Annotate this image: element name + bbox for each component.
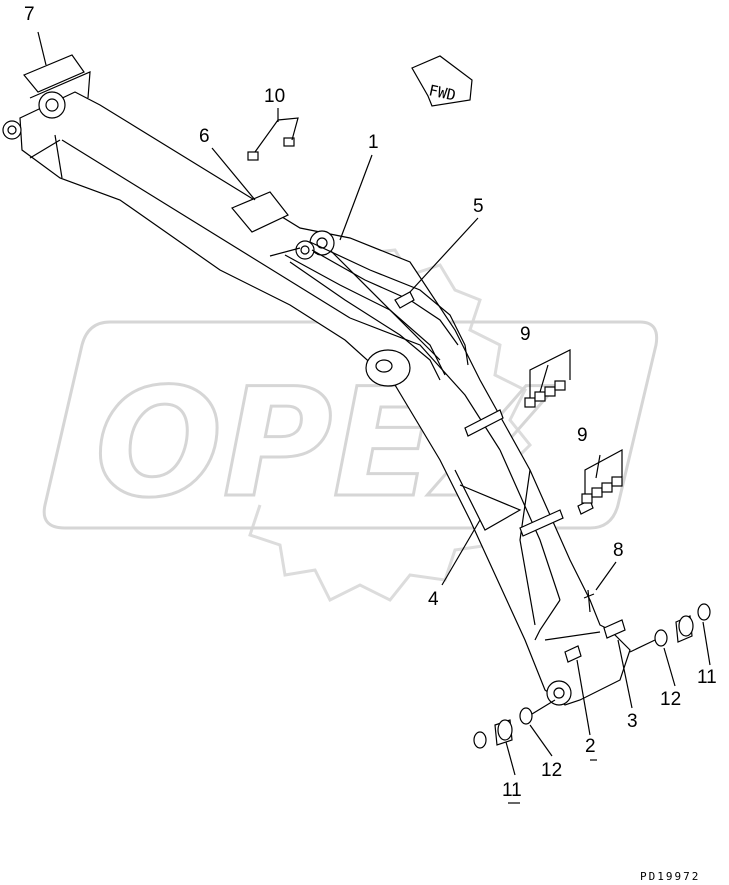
pin-2: [564, 645, 582, 663]
callout-12-right: 12: [660, 689, 681, 710]
cylinder-bracket: [231, 191, 335, 260]
callout-10: 10: [264, 86, 285, 107]
watermark-frame: [42, 320, 659, 530]
clip-kit-lower: [581, 448, 623, 504]
bushings-left: [473, 699, 556, 749]
boom-foot: [2, 54, 91, 140]
boom: [19, 91, 631, 706]
boom-nose: [546, 589, 626, 706]
hose-lines: [284, 241, 469, 381]
fwd-arrow-icon: FWD: [411, 55, 473, 107]
small-parts-10: [247, 117, 299, 161]
pin-3: [603, 619, 626, 639]
decal-plate-6: [231, 191, 289, 233]
callout-9-lower: 9: [577, 425, 588, 446]
decal-plate: [23, 54, 85, 93]
callout-6: 6: [199, 126, 210, 147]
leader-lines: [37, 31, 711, 776]
callout-12-left: 12: [541, 760, 562, 781]
bushings-right: [629, 603, 711, 653]
boom-body: [19, 91, 631, 706]
callout-9-upper: 9: [520, 324, 531, 345]
callout-2: 2: [585, 736, 596, 757]
callout-8: 8: [613, 540, 624, 561]
clip-kit-upper: [524, 349, 571, 408]
callout-3: 3: [627, 711, 638, 732]
clamp-5: [394, 291, 415, 309]
callout-5: 5: [473, 196, 484, 217]
callout-7: 7: [24, 4, 35, 25]
callout-11-left: 11: [502, 780, 522, 801]
center-boss: [365, 349, 411, 387]
callout-1: 1: [368, 132, 379, 153]
fwd-label: FWD: [427, 81, 457, 104]
callout-11-right: 11: [697, 667, 717, 688]
drawing-code: PD19972: [640, 870, 700, 883]
callout-4: 4: [428, 589, 439, 610]
